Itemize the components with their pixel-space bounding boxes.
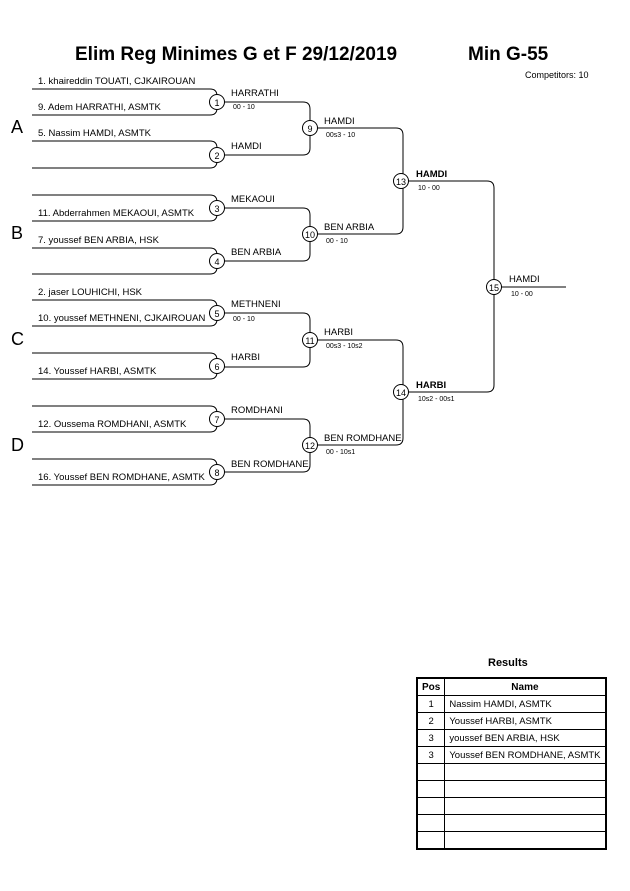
pool-label-b: B bbox=[11, 223, 24, 243]
match-5-score: 00 - 10 bbox=[233, 316, 255, 323]
athlete-entry: 2. jaser LOUHICHI, HSK bbox=[38, 287, 142, 298]
page-title: Elim Reg Minimes G et F 29/12/2019 bbox=[75, 44, 398, 65]
bracket-line-m2 bbox=[32, 140, 218, 169]
match-10-winner: BEN ARBIA bbox=[324, 222, 375, 233]
result-pos: 2 bbox=[416, 712, 446, 730]
pool-label-a: A bbox=[11, 117, 24, 137]
bracket-line-m15 bbox=[403, 180, 495, 393]
match-13-winner: HAMDI bbox=[416, 169, 448, 180]
table-row bbox=[416, 780, 607, 798]
match-3-winner: MEKAOUI bbox=[231, 194, 275, 205]
result-pos bbox=[416, 797, 446, 815]
match-1-winner: HARRATHI bbox=[231, 88, 279, 99]
match-9-winner: HAMDI bbox=[324, 116, 355, 127]
match-2-winner: HAMDI bbox=[231, 141, 262, 152]
match-12-score: 00 - 10s1 bbox=[326, 449, 356, 456]
result-name bbox=[444, 763, 607, 781]
match-number-9: 9 bbox=[302, 120, 318, 136]
bracket-line-m13 bbox=[310, 127, 404, 235]
match-10-score: 00 - 10 bbox=[326, 238, 348, 245]
bracket-line-m4 bbox=[32, 247, 218, 275]
athlete-entry: 1. khaireddin TOUATI, CJKAIROUAN bbox=[38, 76, 196, 87]
match-number-7: 7 bbox=[209, 411, 225, 427]
match-number-12: 12 bbox=[302, 437, 318, 453]
results-header-pos: Pos bbox=[416, 677, 446, 696]
result-name bbox=[444, 831, 607, 850]
match-11-winner: HARBI bbox=[324, 327, 354, 338]
match-number-1: 1 bbox=[209, 94, 225, 110]
athlete-entry: 16. Youssef BEN ROMDHANE, ASMTK bbox=[38, 472, 205, 483]
match-9-score: 00s3 - 10 bbox=[326, 132, 356, 139]
match-number-11: 11 bbox=[302, 332, 318, 348]
match-number-15: 15 bbox=[486, 279, 502, 295]
match-number-14: 14 bbox=[393, 384, 409, 400]
match-8-winner: BEN ROMDHANE bbox=[231, 459, 309, 470]
result-pos: 3 bbox=[416, 729, 446, 747]
result-pos bbox=[416, 763, 446, 781]
result-pos: 1 bbox=[416, 695, 446, 713]
result-name bbox=[444, 797, 607, 815]
match-14-winner: HARBI bbox=[416, 380, 447, 391]
match-14-score: 10s2 - 00s1 bbox=[418, 396, 455, 403]
table-row bbox=[416, 763, 607, 781]
match-number-13: 13 bbox=[393, 173, 409, 189]
result-name: Youssef HARBI, ASMTK bbox=[444, 712, 607, 730]
match-5-winner: METHNENI bbox=[231, 299, 281, 310]
athlete-entry: 11. Abderrahmen MEKAOUI, ASMTK bbox=[38, 208, 195, 219]
result-pos: 3 bbox=[416, 746, 446, 764]
result-name bbox=[444, 780, 607, 798]
result-name: youssef BEN ARBIA, HSK bbox=[444, 729, 607, 747]
match-number-4: 4 bbox=[209, 253, 225, 269]
weight-category: Min G-55 bbox=[468, 44, 549, 65]
match-number-6: 6 bbox=[209, 358, 225, 374]
match-number-10: 10 bbox=[302, 226, 318, 242]
pool-label-c: C bbox=[11, 329, 24, 349]
match-15-winner: HAMDI bbox=[509, 274, 540, 285]
bracket-line-m14 bbox=[310, 339, 404, 446]
results-title: Results bbox=[488, 657, 528, 669]
match-12-winner: BEN ROMDHANE bbox=[324, 433, 402, 444]
result-name bbox=[444, 814, 607, 832]
match-1-score: 00 - 10 bbox=[233, 104, 255, 111]
result-name: Youssef BEN ROMDHANE, ASMTK bbox=[444, 746, 607, 764]
match-7-winner: ROMDHANI bbox=[231, 405, 283, 416]
table-row bbox=[416, 814, 607, 832]
match-6-winner: HARBI bbox=[231, 352, 261, 363]
match-number-8: 8 bbox=[209, 464, 225, 480]
results-header-row: Pos Name bbox=[416, 677, 607, 696]
results-header-name: Name bbox=[444, 677, 607, 696]
match-4-winner: BEN ARBIA bbox=[231, 247, 282, 258]
athlete-entry: 12. Oussema ROMDHANI, ASMTK bbox=[38, 419, 187, 430]
table-row bbox=[416, 831, 607, 850]
pool-label-d: D bbox=[11, 435, 24, 455]
match-15-score: 10 - 00 bbox=[511, 291, 533, 298]
athlete-entry: 10. youssef METHNENI, CJKAIROUAN bbox=[38, 313, 206, 324]
result-pos bbox=[416, 780, 446, 798]
match-11-score: 00s3 - 10s2 bbox=[326, 343, 363, 350]
match-13-score: 10 - 00 bbox=[418, 185, 440, 192]
result-pos bbox=[416, 814, 446, 832]
match-number-5: 5 bbox=[209, 305, 225, 321]
athlete-entry: 9. Adem HARRATHI, ASMTK bbox=[38, 102, 161, 113]
result-name: Nassim HAMDI, ASMTK bbox=[444, 695, 607, 713]
table-row bbox=[416, 797, 607, 815]
result-pos bbox=[416, 831, 446, 850]
match-number-2: 2 bbox=[209, 147, 225, 163]
competitors-count: Competitors: 10 bbox=[525, 70, 589, 80]
athlete-entry: 14. Youssef HARBI, ASMTK bbox=[38, 366, 157, 377]
athlete-entry: 7. youssef BEN ARBIA, HSK bbox=[38, 235, 159, 246]
match-number-3: 3 bbox=[209, 200, 225, 216]
athlete-entry: 5. Nassim HAMDI, ASMTK bbox=[38, 128, 151, 139]
